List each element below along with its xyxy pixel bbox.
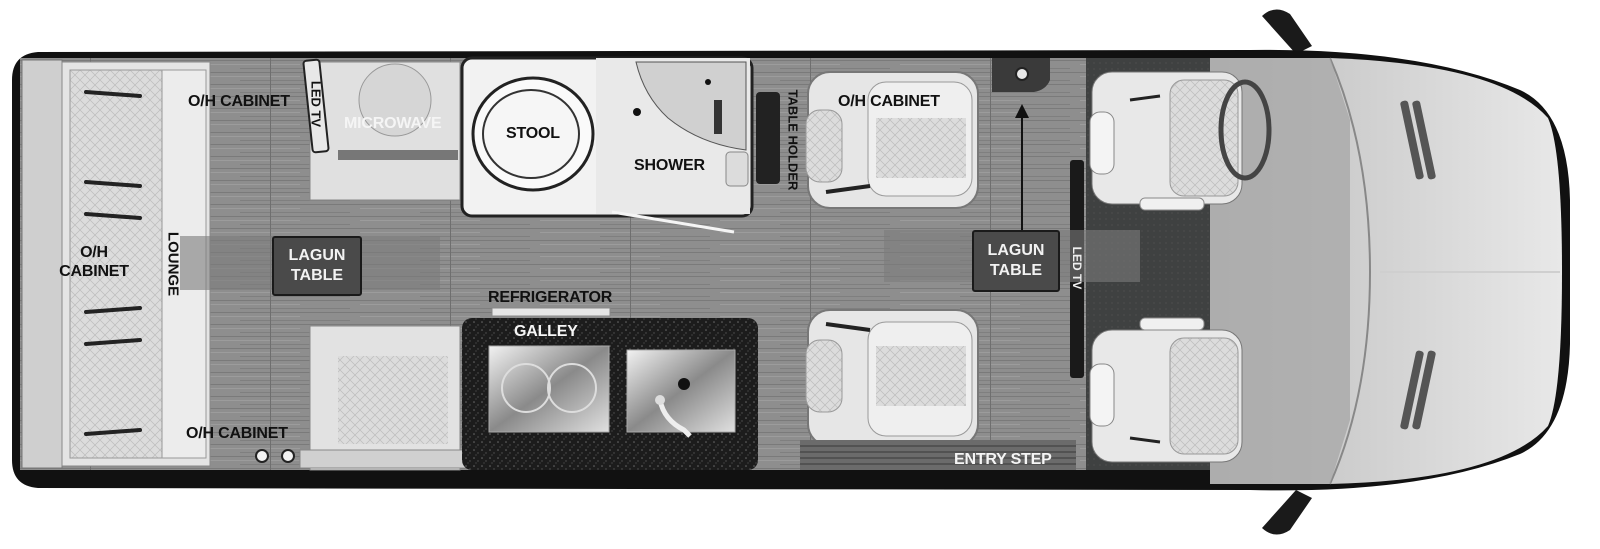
captain-chair-top [805, 71, 979, 209]
lagun-table-front-line2: TABLE [989, 262, 1043, 279]
label-oh-cabinet-rear-line2: CABINET [59, 263, 129, 280]
captain-chair-bottom [805, 309, 979, 447]
galley-sink [626, 349, 736, 433]
label-oh-cabinet-rear-line1: O/H [80, 243, 108, 261]
label-stool: STOOL [506, 125, 560, 142]
mirror-bottom [1262, 490, 1312, 535]
steering-wheel [1218, 79, 1272, 181]
label-oh-cabinet-top-left: O/H CABINET [188, 93, 290, 110]
led-tv-rear-panel [302, 58, 330, 154]
label-microwave: MICROWAVE [344, 115, 442, 132]
label-oh-cabinet-top-right: O/H CABINET [838, 93, 940, 110]
lagun-table-rear[interactable]: LAGUN TABLE [272, 236, 362, 296]
bathroom-door [611, 210, 735, 234]
mirror-top [1262, 9, 1312, 55]
label-galley: GALLEY [514, 323, 578, 340]
lagun-table-rear-line1: LAGUN [288, 247, 346, 264]
label-table-holder: TABLE HOLDER [785, 89, 801, 191]
label-oh-cabinet-bottom-left: O/H CABINET [186, 425, 288, 442]
label-refrigerator: REFRIGERATOR [488, 289, 613, 306]
lagun-table-rear-line2: TABLE [290, 267, 344, 284]
label-lounge: LOUNGE [164, 231, 182, 297]
table-holder-fixture [756, 92, 780, 184]
label-led-tv-rear: LED TV [308, 80, 324, 128]
lagun-table-front[interactable]: LAGUN TABLE [972, 230, 1060, 292]
label-oh-cabinet-rear: O/H CABINET [59, 243, 129, 281]
rear-wall-cabinet [21, 59, 63, 469]
lagun-table-front-line1: LAGUN [987, 242, 1045, 259]
label-shower: SHOWER [634, 157, 705, 174]
refrigerator-edge [491, 307, 611, 317]
label-led-tv-front: LED TV [1070, 246, 1084, 290]
passenger-seat [1089, 317, 1243, 463]
entry-step-area [800, 440, 1076, 470]
label-entry-step: ENTRY STEP [954, 451, 1052, 468]
